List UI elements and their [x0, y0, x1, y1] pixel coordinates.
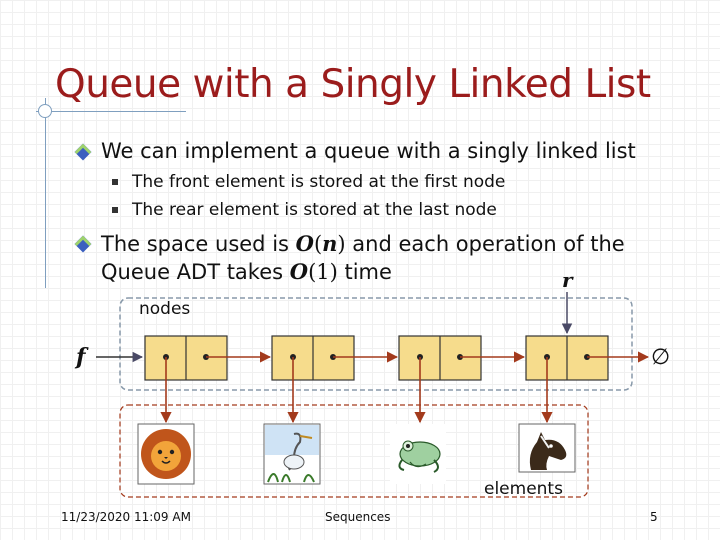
complexity-text-1: The space used is [101, 232, 296, 256]
complexity-text-2: and each operation of the [345, 232, 625, 256]
elements-container [119, 404, 589, 498]
null-symbol: ∅ [651, 345, 671, 370]
complexity-text-4: time [337, 260, 392, 284]
heron-icon [263, 423, 321, 485]
footer-center: Sequences [325, 510, 391, 524]
node-4 [525, 335, 609, 381]
lion-icon [137, 423, 195, 485]
nodes-container [119, 297, 633, 391]
node-1 [144, 335, 228, 381]
front-pointer-label: f [76, 344, 86, 370]
complexity-text-3: Queue ADT takes [101, 260, 290, 284]
elements-label: elements [484, 479, 563, 499]
sub-bullet-front: The front element is stored at the first… [111, 172, 506, 192]
bullet-complexity-line2: Queue ADT takes O(1) time [101, 259, 392, 284]
title-vertical-rule [45, 98, 46, 288]
title-rule [36, 111, 186, 112]
sub-bullet-rear: The rear element is stored at the last n… [112, 200, 497, 220]
math-time: O(1) [289, 259, 338, 284]
footer-date: 11/23/2020 11:09 AM [61, 510, 191, 524]
horse-icon [518, 423, 576, 473]
math-space: O(n) [295, 231, 346, 256]
bullet-complexity: The space used is O(n) and each operatio… [101, 231, 625, 256]
rear-pointer-label: r [562, 268, 573, 292]
slide-title: Queue with a Singly Linked List [55, 62, 651, 107]
footer-page-number: 5 [650, 510, 658, 524]
node-3 [398, 335, 482, 381]
nodes-label: nodes [139, 299, 191, 319]
title-circle-ornament [38, 104, 52, 118]
node-2 [271, 335, 355, 381]
frog-icon [390, 424, 446, 484]
bullet-implementation: We can implement a queue with a singly l… [101, 139, 636, 163]
